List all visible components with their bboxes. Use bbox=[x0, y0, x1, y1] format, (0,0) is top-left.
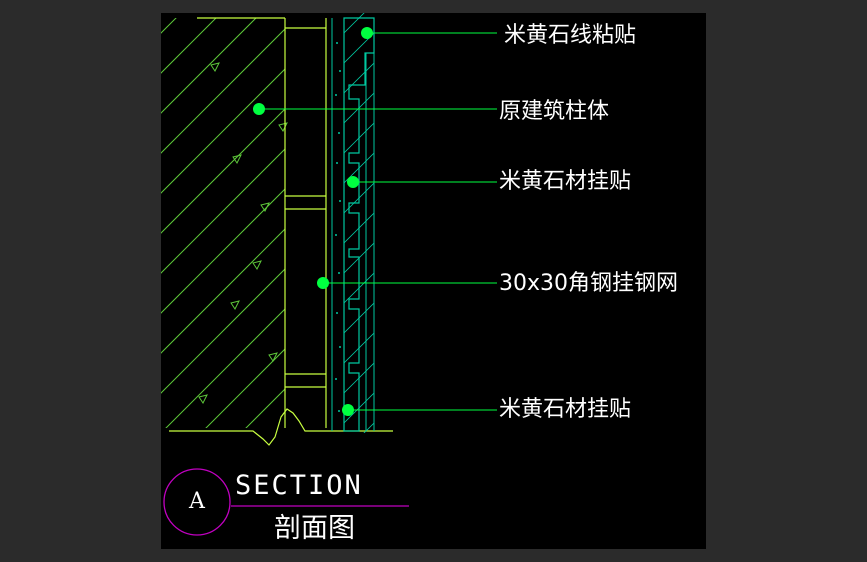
label-angle-steel-mesh: 30x30角钢挂钢网 bbox=[499, 271, 679, 296]
section-title: SECTION bbox=[235, 470, 363, 501]
stone-cladding bbox=[343, 13, 375, 433]
marker-dot bbox=[342, 404, 354, 416]
section-title-chinese: 剖面图 bbox=[274, 513, 355, 544]
aggregate-marks bbox=[198, 62, 288, 404]
marker-dot bbox=[347, 176, 359, 188]
section-letter: A bbox=[189, 489, 205, 514]
marker-dot bbox=[253, 103, 265, 115]
marker-dot bbox=[361, 27, 373, 39]
break-line bbox=[169, 408, 393, 446]
column-hatch bbox=[161, 18, 285, 428]
mortar-layer bbox=[331, 18, 345, 431]
label-stone-line: 米黄石线粘贴 bbox=[504, 23, 637, 48]
marker-dot bbox=[317, 277, 329, 289]
leader-lines bbox=[259, 32, 497, 411]
leader-markers bbox=[253, 27, 373, 416]
section-drawing bbox=[161, 13, 497, 536]
section-symbol-circle bbox=[163, 468, 231, 536]
drawing-canvas: 米黄石线粘贴 原建筑柱体 米黄石材挂贴 30x30角钢挂钢网 米黄石材挂贴 A … bbox=[161, 13, 706, 549]
label-existing-column: 原建筑柱体 bbox=[499, 99, 610, 124]
label-stone-cladding-upper: 米黄石材挂贴 bbox=[499, 169, 632, 194]
column-outline bbox=[197, 17, 327, 428]
label-stone-cladding-lower: 米黄石材挂贴 bbox=[499, 397, 632, 422]
